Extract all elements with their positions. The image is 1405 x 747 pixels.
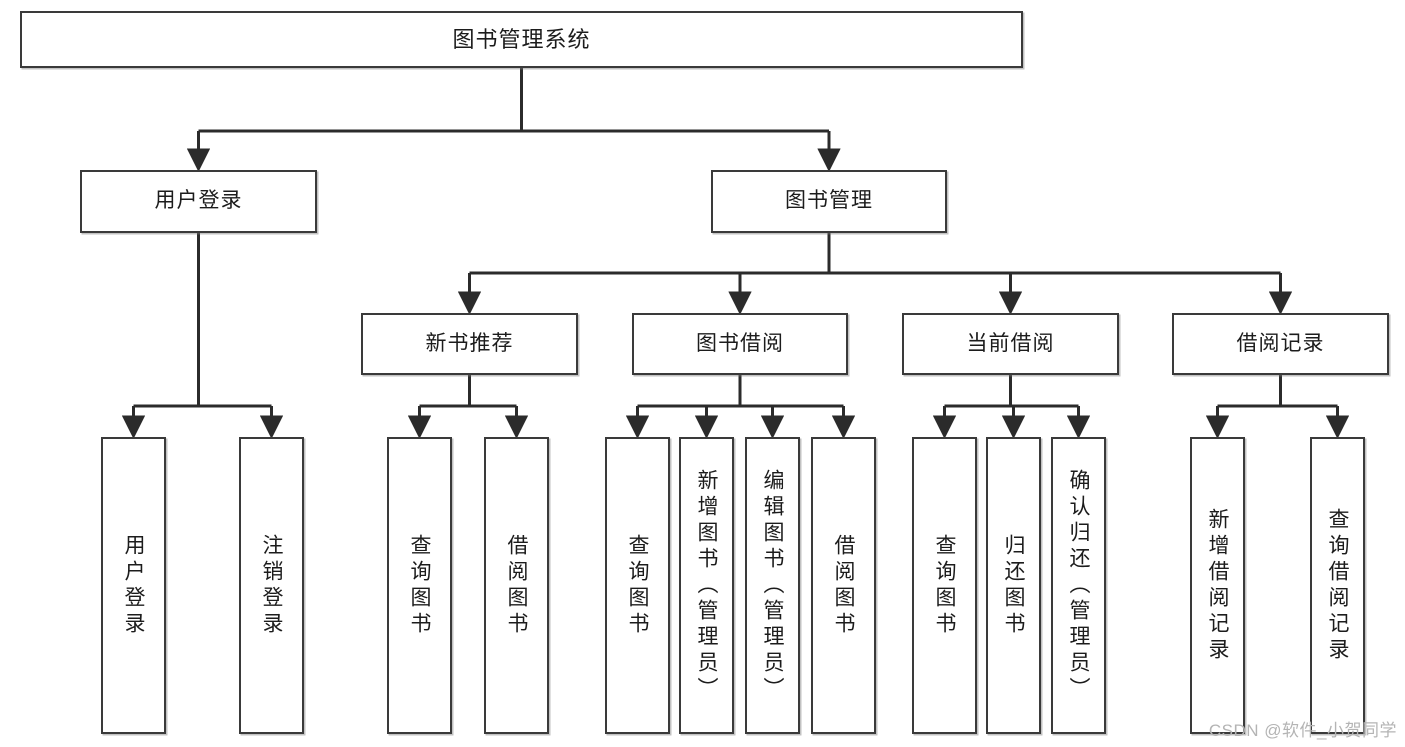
node-label: 编辑图书（管理员）: [761, 468, 784, 703]
node-label: 用户登录: [154, 189, 243, 213]
node-label: 新增图书（管理员）: [695, 468, 718, 703]
node-label: 借阅图书: [505, 533, 528, 638]
node-label: 新书推荐: [425, 331, 514, 355]
node-label: 注销登录: [260, 533, 283, 638]
node-label: 借阅图书: [832, 533, 855, 638]
node-leaf-cur-return[interactable]: 归还图书: [986, 437, 1041, 734]
node-leaf-book-add[interactable]: 新增图书（管理员）: [679, 437, 734, 734]
node-leaf-rec-add[interactable]: 新增借阅记录: [1190, 437, 1245, 734]
node-label: 归还图书: [1002, 533, 1025, 638]
node-leaf-book-edit[interactable]: 编辑图书（管理员）: [745, 437, 800, 734]
edge-group: [121, 68, 1350, 439]
node-leaf-rec-borrow[interactable]: 借阅图书: [484, 437, 549, 734]
node-new-book-rec[interactable]: 新书推荐: [361, 313, 578, 375]
node-leaf-cur-query[interactable]: 查询图书: [912, 437, 977, 734]
node-leaf-rec-search[interactable]: 查询借阅记录: [1310, 437, 1365, 734]
node-book-manage[interactable]: 图书管理: [711, 170, 947, 233]
node-borrow-record[interactable]: 借阅记录: [1172, 313, 1389, 375]
node-label: 图书管理: [785, 189, 873, 213]
node-label: 确认归还（管理员）: [1067, 468, 1090, 703]
node-leaf-cur-confirm[interactable]: 确认归还（管理员）: [1051, 437, 1106, 734]
node-label: 查询图书: [626, 533, 649, 638]
node-book-borrow[interactable]: 图书借阅: [632, 313, 848, 375]
node-label: 查询图书: [408, 533, 431, 638]
node-label: 借阅记录: [1236, 331, 1325, 355]
node-leaf-user-login[interactable]: 用户登录: [101, 437, 166, 734]
node-label: 查询借阅记录: [1326, 507, 1349, 664]
node-label: 新增借阅记录: [1206, 507, 1229, 664]
node-leaf-rec-query[interactable]: 查询图书: [387, 437, 452, 734]
node-leaf-book-borrow[interactable]: 借阅图书: [811, 437, 876, 734]
node-label: 图书借阅: [696, 331, 784, 355]
node-label: 当前借阅: [966, 331, 1055, 355]
node-user-login[interactable]: 用户登录: [80, 170, 317, 233]
node-label: 用户登录: [122, 533, 145, 638]
node-current-borrow[interactable]: 当前借阅: [902, 313, 1119, 375]
node-leaf-user-logout[interactable]: 注销登录: [239, 437, 304, 734]
node-label: 查询图书: [933, 533, 956, 638]
node-leaf-borrow-query[interactable]: 查询图书: [605, 437, 670, 734]
node-root[interactable]: 图书管理系统: [20, 11, 1023, 68]
node-label: 图书管理系统: [452, 26, 591, 52]
watermark-label: CSDN @软件_小贺同学: [1208, 721, 1397, 740]
